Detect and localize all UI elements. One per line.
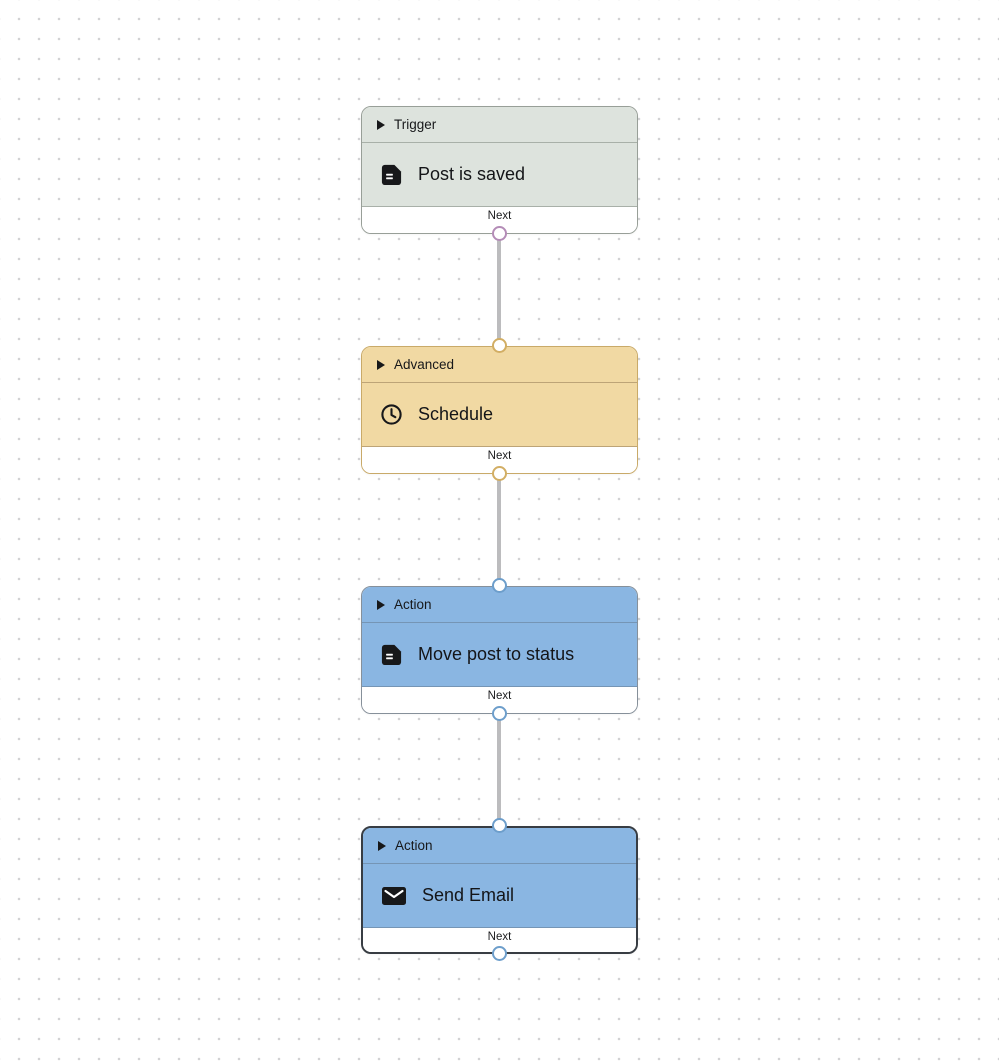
input-port-send-email[interactable] xyxy=(492,818,507,833)
output-port-schedule[interactable] xyxy=(492,466,507,481)
collapse-caret-icon[interactable] xyxy=(377,599,385,610)
document-icon xyxy=(380,163,403,186)
node-category-label: Action xyxy=(395,837,433,853)
output-port-send-email[interactable] xyxy=(492,946,507,961)
node-title: Move post to status xyxy=(418,643,575,664)
collapse-caret-icon[interactable] xyxy=(377,359,385,370)
node-action-send-email[interactable]: Action Send Email Next xyxy=(361,826,638,954)
node-body[interactable]: Post is saved xyxy=(362,143,637,206)
node-category-label: Action xyxy=(394,596,432,612)
node-action-move-post-to-status[interactable]: Action Move post to status Next xyxy=(361,586,638,714)
output-port-move-post[interactable] xyxy=(492,706,507,721)
email-icon xyxy=(381,885,407,907)
output-port-trigger[interactable] xyxy=(492,226,507,241)
next-label: Next xyxy=(487,690,512,702)
clock-icon xyxy=(380,403,403,426)
node-header[interactable]: Advanced xyxy=(362,347,637,383)
edge-move-post-to-send-email xyxy=(497,714,501,826)
node-header[interactable]: Trigger xyxy=(362,107,637,143)
edge-schedule-to-move-post xyxy=(497,474,501,586)
node-title: Schedule xyxy=(418,403,494,424)
next-label: Next xyxy=(487,210,512,222)
node-header[interactable]: Action xyxy=(363,828,636,864)
edge-trigger-to-schedule xyxy=(497,234,501,346)
node-header[interactable]: Action xyxy=(362,587,637,623)
document-icon xyxy=(380,643,403,666)
node-category-label: Trigger xyxy=(394,116,437,132)
node-body[interactable]: Move post to status xyxy=(362,623,637,686)
node-body[interactable]: Schedule xyxy=(362,383,637,446)
next-label: Next xyxy=(487,450,512,462)
next-label: Next xyxy=(487,931,512,943)
collapse-caret-icon[interactable] xyxy=(378,840,386,851)
node-body[interactable]: Send Email xyxy=(363,864,636,927)
node-advanced-schedule[interactable]: Advanced Schedule Next xyxy=(361,346,638,474)
collapse-caret-icon[interactable] xyxy=(377,119,385,130)
node-title: Post is saved xyxy=(418,163,526,184)
input-port-move-post[interactable] xyxy=(492,578,507,593)
input-port-schedule[interactable] xyxy=(492,338,507,353)
node-title: Send Email xyxy=(422,884,515,905)
node-trigger-post-is-saved[interactable]: Trigger Post is saved Next xyxy=(361,106,638,234)
node-category-label: Advanced xyxy=(394,356,455,372)
